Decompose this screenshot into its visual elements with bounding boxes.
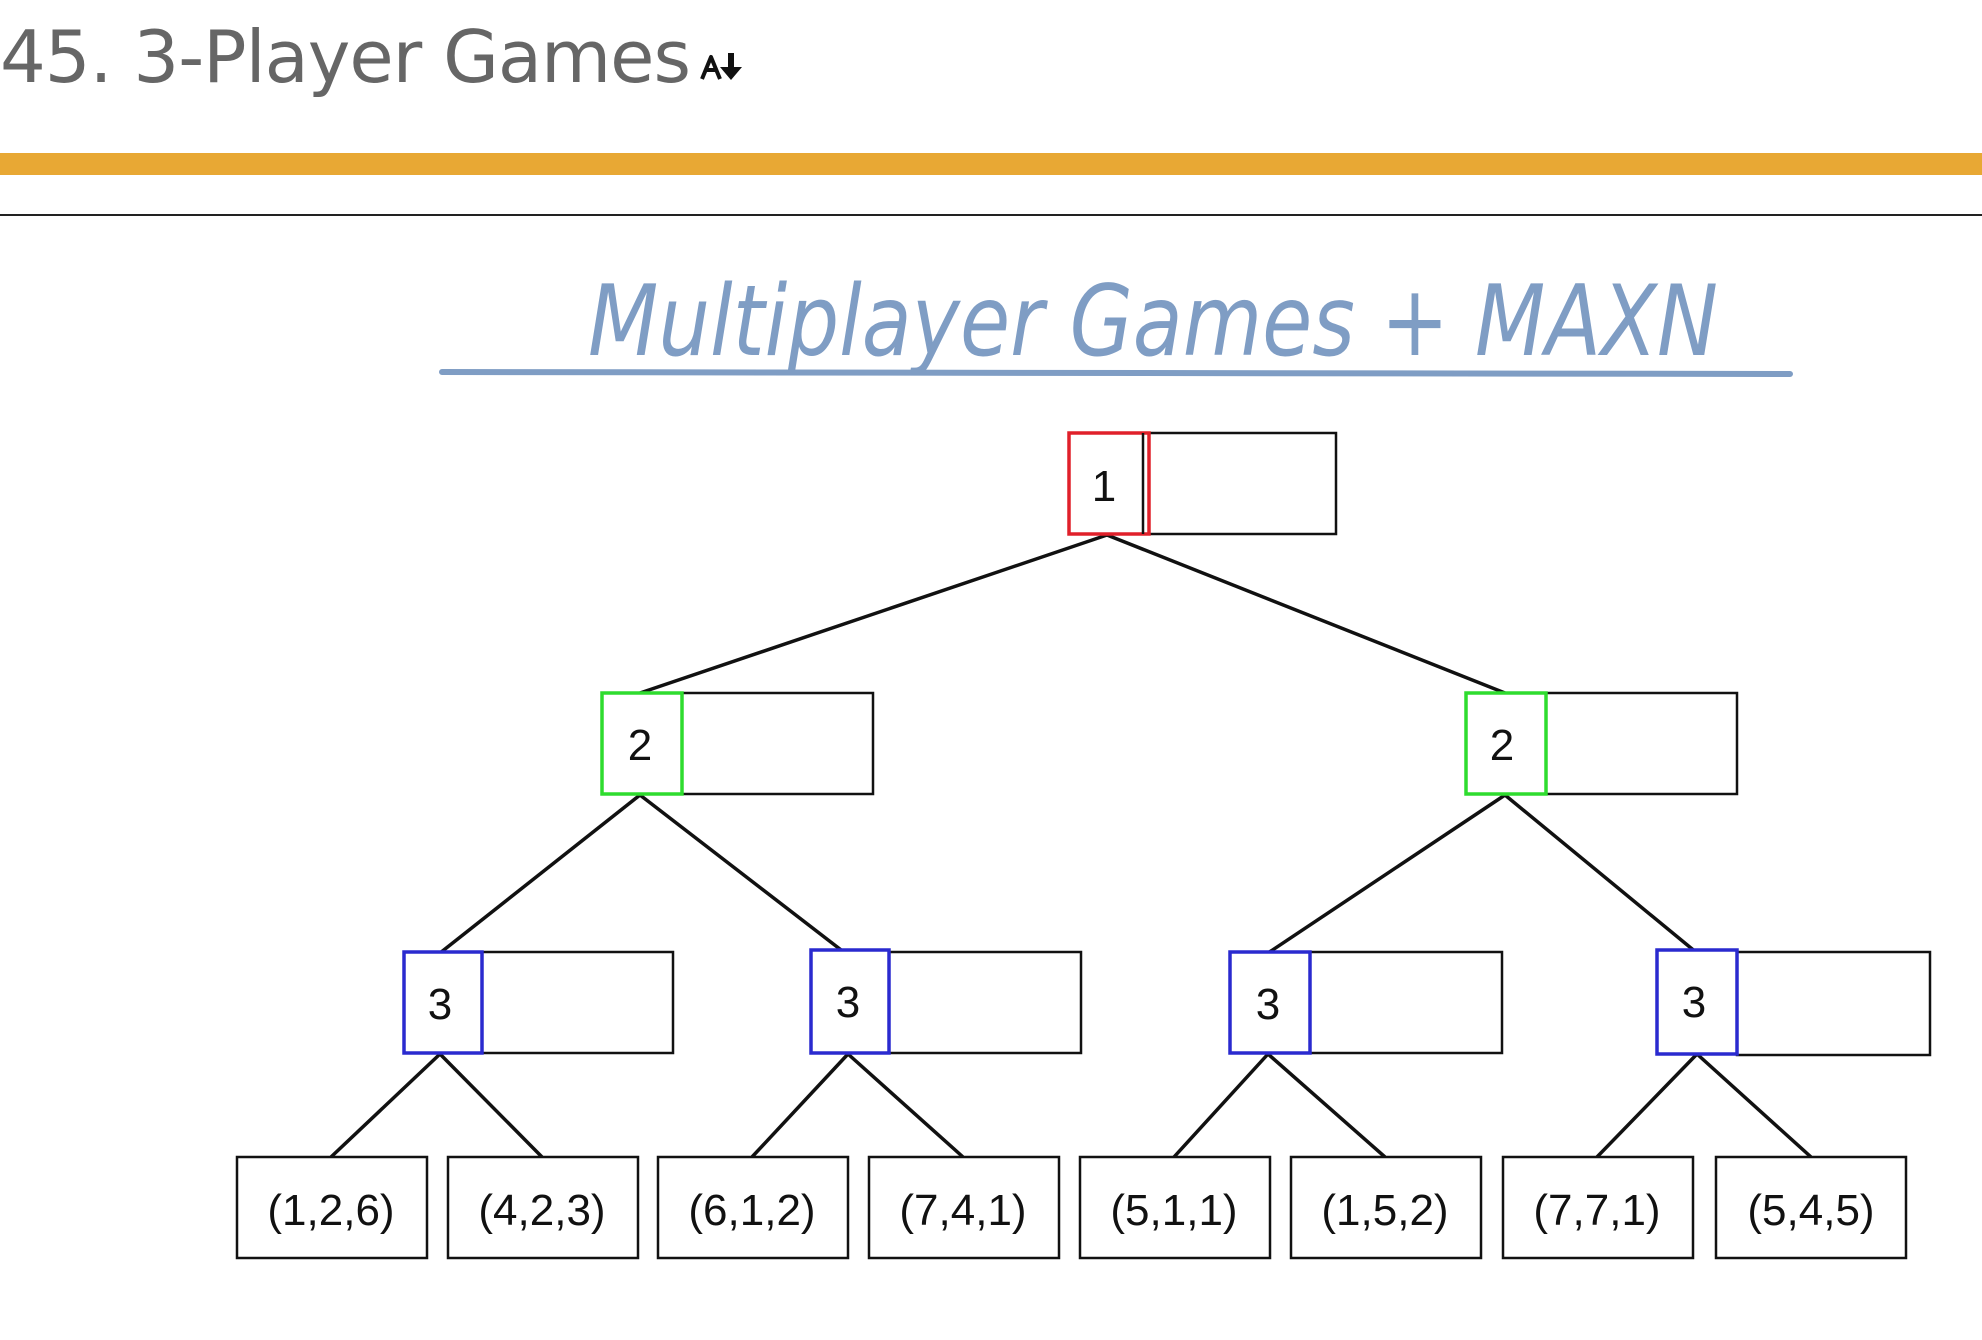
level2-left-player-label: 2: [628, 721, 652, 770]
diagram-heading: Multiplayer Games + MAXN: [588, 265, 1718, 379]
level2-right-value-box: [1543, 691, 1739, 796]
edge-l3b-leaf4: [846, 1052, 965, 1159]
edge-l2b-l3d: [1503, 793, 1699, 955]
level3-a-player-label: 3: [428, 980, 452, 1029]
edge-l3c-leaf5: [1172, 1052, 1270, 1159]
edge-l2b-l3c: [1267, 793, 1506, 955]
leaf-box-1: [235, 1155, 429, 1260]
level3-b-value-box: [886, 950, 1083, 1055]
leaf-value-1: (1,2,6): [267, 1186, 394, 1235]
tree-node-root: 1: [1067, 431, 1338, 536]
leaf-row: (1,2,6) (4,2,3) (6,1,2) (7,4,1) (5,1,1) …: [235, 1155, 1908, 1260]
root-value-box: [1143, 431, 1338, 536]
level3-c-value-box: [1307, 950, 1504, 1055]
root-player-box: [1067, 431, 1151, 536]
edge-l3d-leaf7: [1595, 1052, 1699, 1159]
leaf-value-6: (1,5,2): [1321, 1186, 1448, 1235]
edge-l3c-leaf6: [1266, 1052, 1387, 1159]
level3-d-player-label: 3: [1682, 978, 1706, 1027]
edge-l2a-l3b: [638, 793, 847, 955]
font-size-icon[interactable]: [700, 13, 746, 103]
leaf-box-8: [1714, 1155, 1908, 1260]
level2-right-player-label: 2: [1490, 721, 1514, 770]
edge-l3a-leaf1: [329, 1052, 442, 1159]
edge-l3b-leaf3: [750, 1052, 850, 1159]
tree-node-level2-left: 2: [600, 691, 875, 796]
leaf-box-2: [446, 1155, 640, 1260]
level3-d-value-box: [1735, 950, 1932, 1057]
page-title: 45. 3-Player Games: [0, 12, 746, 103]
tree-edges: [329, 533, 1813, 1159]
leaf-value-2: (4,2,3): [478, 1186, 605, 1235]
tree-node-level3-b: 3: [809, 948, 1083, 1055]
tree-node-level3-c: 3: [1228, 950, 1504, 1055]
leaf-box-5: [1078, 1155, 1272, 1260]
leaf-value-4: (7,4,1): [899, 1186, 1026, 1235]
edge-root-left: [639, 533, 1108, 695]
level3-c-player-box: [1228, 950, 1312, 1055]
level3-a-value-box: [479, 950, 675, 1055]
level3-a-player-box: [402, 950, 484, 1055]
tree-node-level3-d: 3: [1655, 948, 1932, 1057]
level3-b-player-box: [809, 948, 891, 1055]
level2-left-value-box: [679, 691, 875, 796]
accent-bar: [0, 153, 1982, 175]
tree-node-level3-a: 3: [402, 950, 675, 1055]
leaf-value-5: (5,1,1): [1110, 1186, 1237, 1235]
heading-underline: [439, 368, 1793, 377]
leaf-value-8: (5,4,5): [1747, 1186, 1874, 1235]
edge-l3a-leaf2: [438, 1052, 544, 1159]
edge-l2a-l3a: [438, 793, 642, 955]
edge-root-right: [1106, 533, 1506, 695]
leaf-box-7: [1501, 1155, 1695, 1260]
level2-right-player-box: [1464, 691, 1548, 796]
leaf-value-3: (6,1,2): [688, 1186, 815, 1235]
level3-d-player-box: [1655, 948, 1739, 1056]
root-player-label: 1: [1092, 462, 1116, 511]
edge-l3d-leaf8: [1695, 1052, 1813, 1159]
page-title-text: 45. 3-Player Games: [0, 15, 691, 99]
tree-node-level2-right: 2: [1464, 691, 1739, 796]
divider-rule: [0, 214, 1982, 216]
leaf-box-6: [1289, 1155, 1483, 1260]
leaf-value-7: (7,7,1): [1533, 1186, 1660, 1235]
leaf-box-4: [867, 1155, 1061, 1260]
level3-b-player-label: 3: [836, 978, 860, 1027]
level2-left-player-box: [600, 691, 684, 796]
level3-c-player-label: 3: [1256, 980, 1280, 1029]
leaf-box-3: [656, 1155, 850, 1260]
page-header: 45. 3-Player Games: [0, 0, 1982, 110]
